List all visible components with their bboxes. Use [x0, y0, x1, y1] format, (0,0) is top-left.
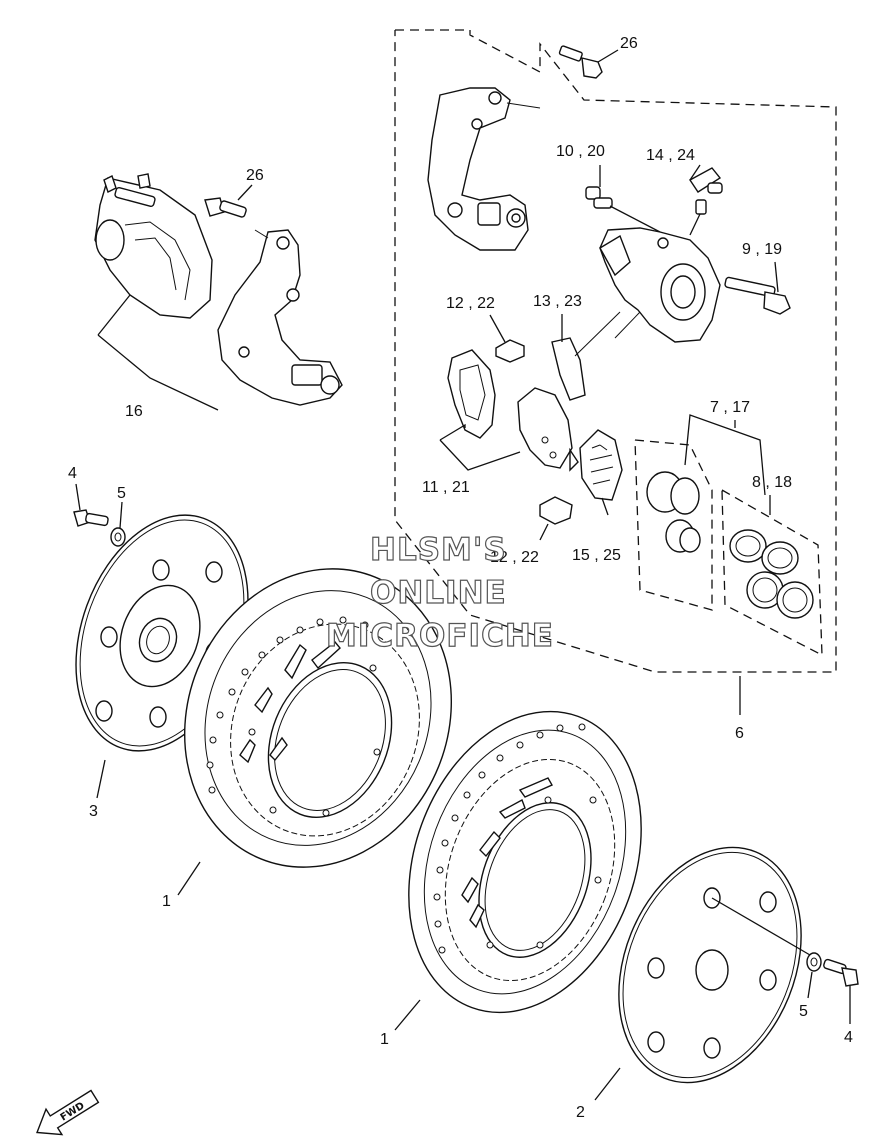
piston-kit-boundary: [634, 414, 766, 611]
watermark-line-3: MICROFICHE: [326, 618, 554, 654]
caliper-assembly-boundary: [394, 29, 837, 673]
callout-5-left: 5: [117, 485, 126, 502]
bolt-26-left: [204, 184, 253, 218]
washer-5-left: [110, 501, 126, 547]
fwd-arrow-icon: FWD: [36, 1089, 100, 1136]
brake-disc-upper: [177, 568, 453, 896]
disc-holes-lower: [433, 723, 602, 954]
caliper-assembly-left: [94, 173, 219, 411]
brake-pad-right: [517, 387, 579, 472]
brake-pad-left: [447, 349, 496, 439]
callout-9-19: 9 , 19: [742, 241, 782, 258]
callout-6: 6: [735, 725, 744, 742]
callout-8-18: 8 , 18: [752, 474, 792, 491]
callout-4-left: 4: [68, 465, 77, 482]
pad-bracket-line: [439, 423, 521, 471]
callout-4-right: 4: [844, 1029, 853, 1046]
pad-spring-upper: [489, 314, 525, 363]
callout-labels: 26 26 10 , 20 14 , 24 9 , 19 12 , 22 13 …: [68, 35, 853, 1121]
pad-shim: [551, 311, 621, 401]
callout-10-20: 10 , 20: [556, 143, 605, 160]
callout-3: 3: [89, 803, 98, 820]
callout-1-lower: 1: [380, 1031, 389, 1048]
callout-1-upper: 1: [162, 893, 171, 910]
callout-2: 2: [576, 1104, 585, 1121]
callout-15-25: 15 , 25: [572, 547, 621, 564]
bolt-26-top: [558, 45, 619, 79]
callout-7-17: 7 , 17: [710, 399, 750, 416]
callout-11-21: 11 , 21: [422, 479, 470, 496]
caliper-bracket-left: [217, 229, 343, 406]
washer-5-right: [806, 952, 822, 999]
pad-pin-cap: [688, 164, 723, 236]
watermark-line-2: ONLINE: [370, 575, 507, 611]
callout-26-top: 26: [620, 35, 638, 52]
bolt-4-right: [823, 958, 859, 1024]
callout-12-22-bottom: 12 , 22: [490, 549, 539, 566]
piston-seals: [729, 529, 814, 619]
callout-12-22-top: 12 , 22: [446, 295, 495, 312]
hub-plate-right: [594, 846, 811, 1101]
callout-14-24: 14 , 24: [646, 147, 695, 164]
callout-26-left: 26: [246, 167, 264, 184]
caliper-body: [599, 227, 721, 343]
watermark-line-1: HLSM'S: [370, 532, 507, 568]
pad-spring-lower: [539, 496, 573, 541]
bleeder-screw: [585, 165, 661, 233]
pistons: [646, 471, 701, 553]
caliper-bracket-upper: [427, 87, 541, 251]
watermark: HLSM'S ONLINE MICROFICHE: [325, 531, 554, 654]
pad-insulator: [579, 429, 623, 516]
disc-holes-upper: [206, 616, 381, 817]
callout-16: 16: [125, 403, 143, 420]
seal-kit-boundary: [721, 489, 823, 657]
caliper-bolt: [724, 261, 791, 315]
brake-disc-lower: [394, 710, 642, 1031]
bolt-4-left: [73, 483, 109, 527]
callout-13-23: 13 , 23: [533, 293, 582, 310]
callout-5-right: 5: [799, 1003, 808, 1020]
